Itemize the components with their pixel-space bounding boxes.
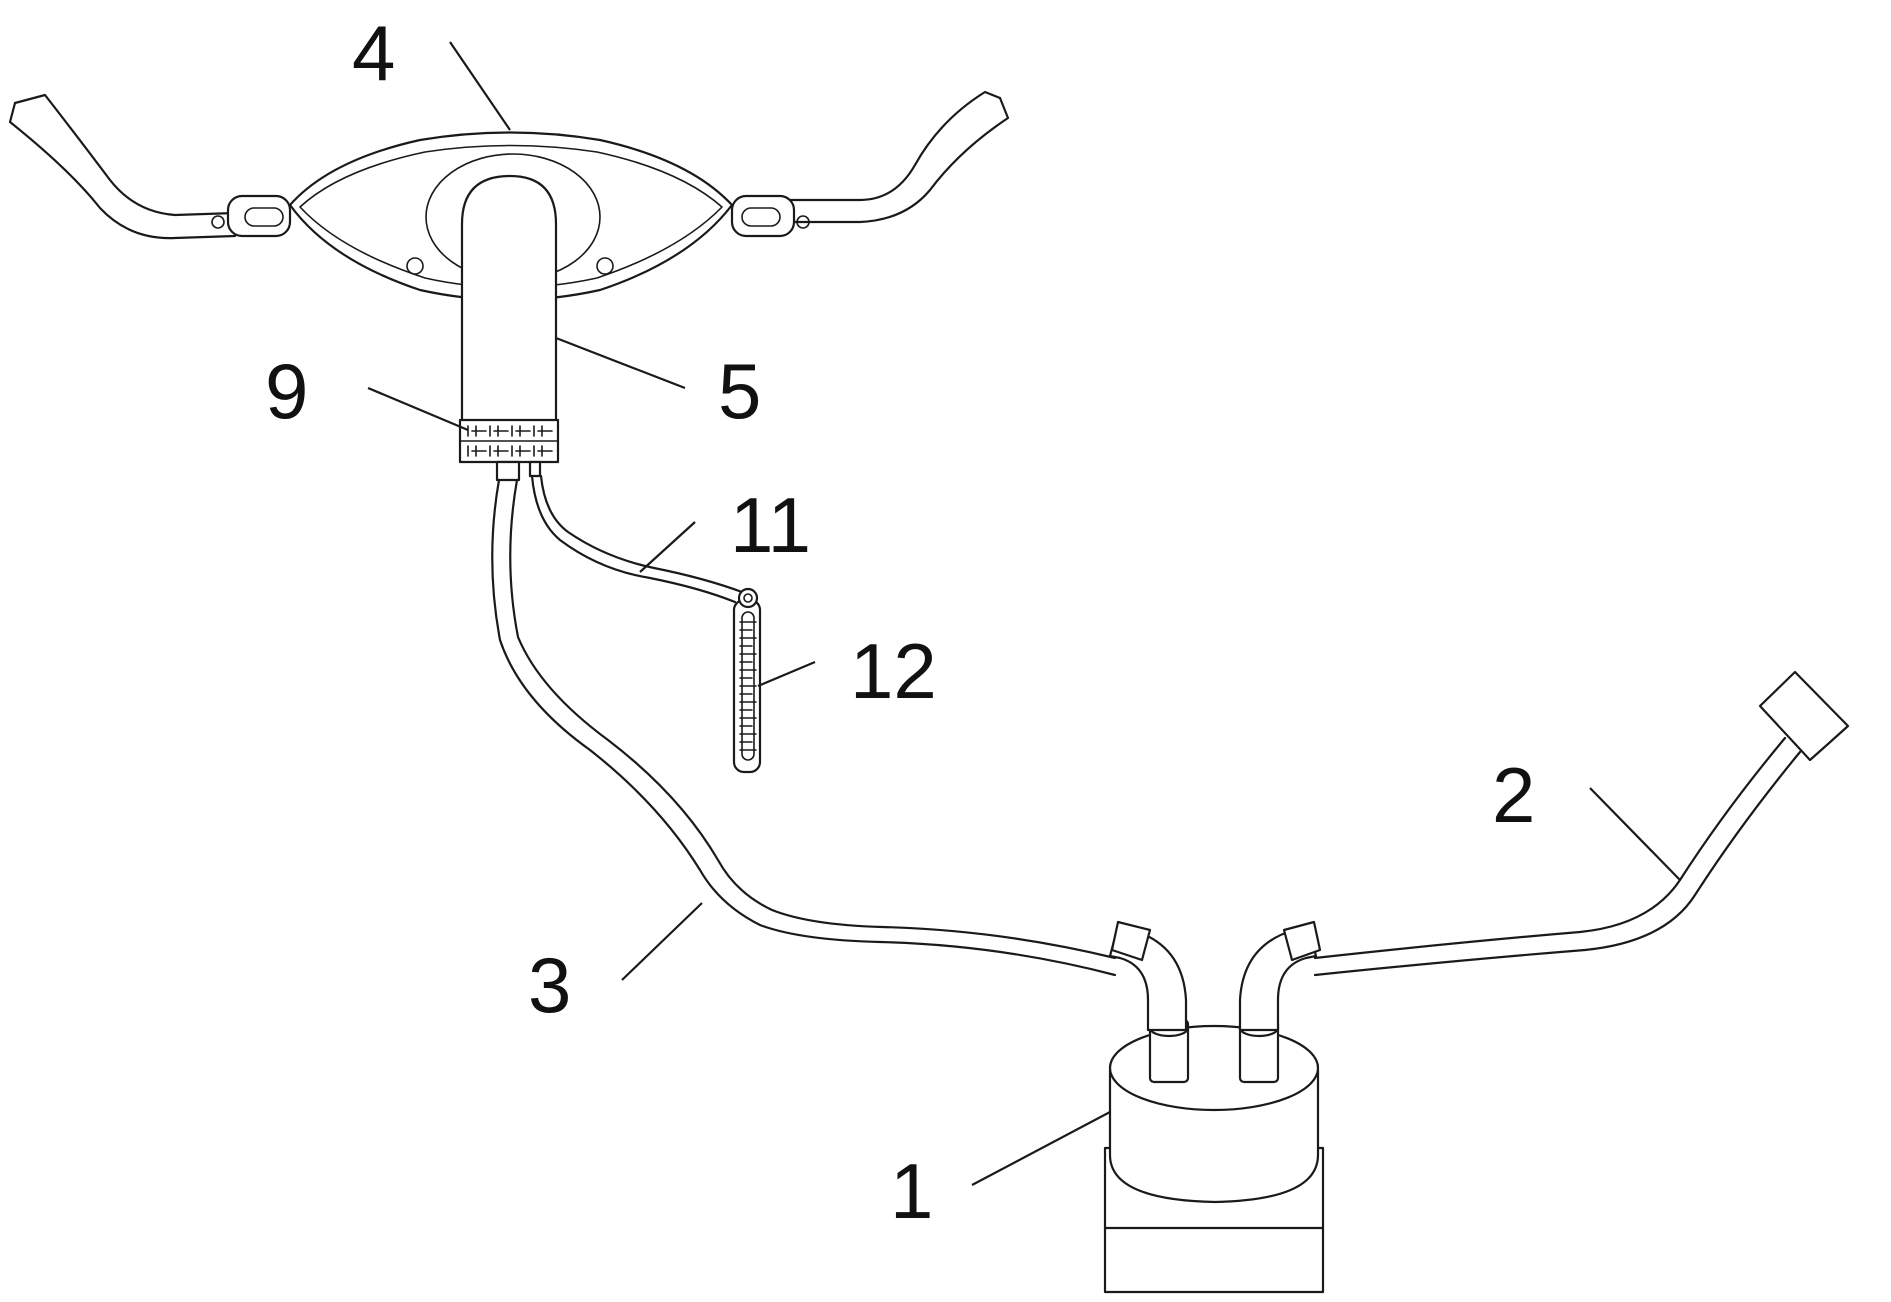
label-1: 1: [890, 1147, 933, 1235]
supply-hose: [491, 478, 1117, 977]
leader-lines: [367, 41, 1681, 1186]
part-labels: 4 5 9 11 12 2 3 1: [265, 9, 1535, 1235]
leader-1: [971, 1111, 1111, 1186]
outlet-hose: [1313, 670, 1850, 977]
leader-5: [555, 336, 686, 390]
outlet-fitting: [495, 460, 521, 482]
humidifier-device: [1103, 920, 1325, 1294]
sensor-wire: [530, 474, 744, 604]
label-5: 5: [718, 347, 761, 435]
label-11: 11: [730, 481, 811, 569]
filter-band: [458, 418, 560, 464]
label-4: 4: [352, 9, 395, 97]
leader-2: [1589, 787, 1681, 881]
leader-9: [367, 386, 469, 432]
leader-4: [449, 41, 511, 131]
leader-11: [639, 521, 696, 573]
sensor-fitting: [528, 460, 542, 478]
label-9: 9: [265, 347, 308, 435]
leader-3: [621, 902, 703, 981]
label-3: 3: [528, 941, 571, 1029]
gauge: [732, 587, 762, 774]
connector-tube: [460, 174, 558, 427]
label-12: 12: [850, 627, 937, 715]
leader-12: [757, 660, 816, 688]
label-2: 2: [1492, 751, 1535, 839]
